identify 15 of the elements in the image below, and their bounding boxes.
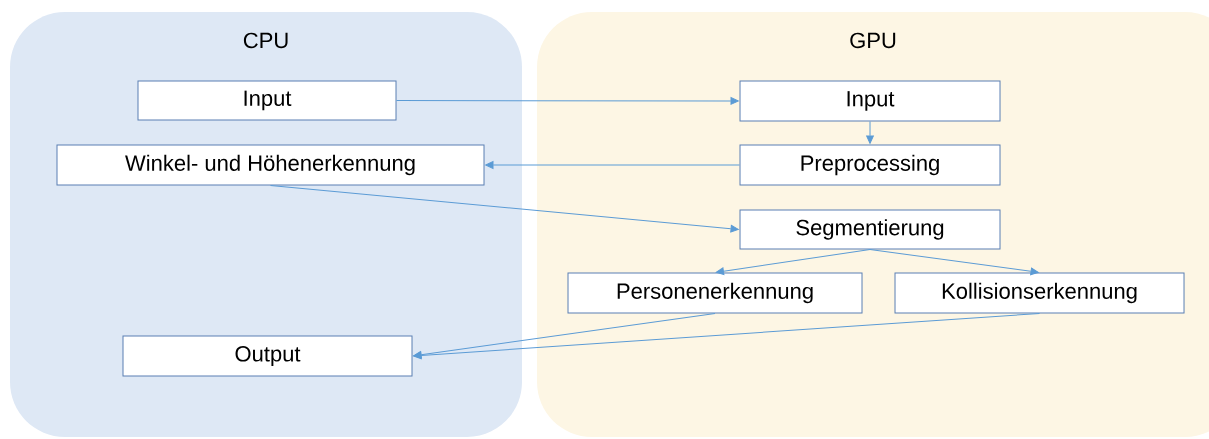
- process-box: Input: [137, 80, 397, 121]
- process-box: Preprocessing: [739, 144, 1001, 186]
- arrow: [413, 313, 1040, 360]
- process-box: Output: [122, 335, 413, 377]
- process-box: Segmentierung: [739, 209, 1001, 250]
- arrow: [869, 249, 1039, 276]
- process-box: Personenerkennung: [567, 272, 863, 314]
- arrow: [715, 249, 871, 276]
- process-box: Kollisionserkennung: [894, 272, 1185, 314]
- arrow: [485, 161, 740, 169]
- arrow: [270, 185, 739, 233]
- arrow: [866, 121, 874, 144]
- process-box: Winkel- und Höhenerkennung: [56, 144, 485, 186]
- process-box: Input: [739, 80, 1001, 122]
- arrow: [396, 97, 739, 105]
